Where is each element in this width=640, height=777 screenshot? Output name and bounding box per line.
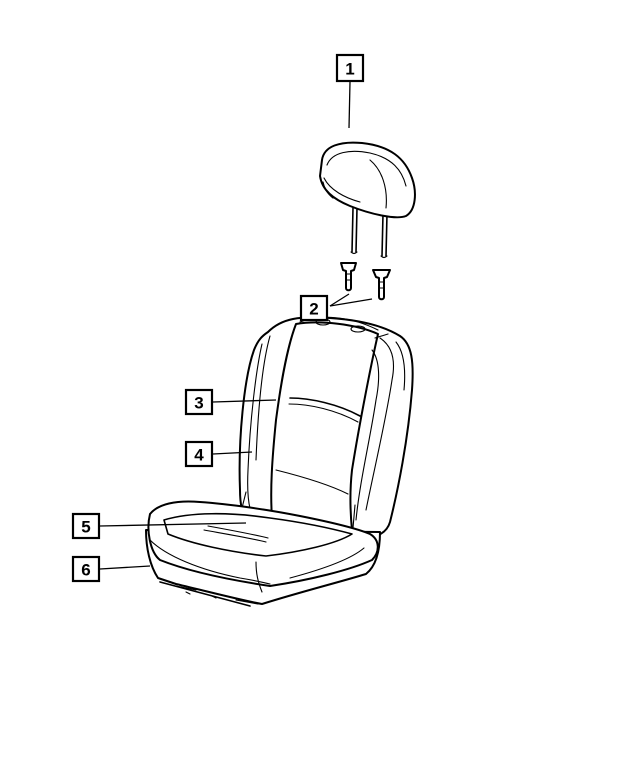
callout-4: 4	[184, 440, 214, 468]
callout-5: 5	[71, 512, 101, 540]
seat-cushion	[145, 500, 381, 607]
leader-6	[99, 565, 151, 570]
leader-4	[212, 451, 253, 455]
svg-text:2: 2	[309, 300, 318, 319]
callout-1: 1	[335, 53, 365, 83]
leader-2-right	[329, 298, 373, 307]
headrest	[319, 141, 416, 259]
leader-5	[99, 522, 247, 527]
svg-text:5: 5	[81, 518, 90, 537]
callout-6: 6	[71, 555, 101, 583]
leader-lines	[99, 81, 373, 570]
svg-text:3: 3	[194, 394, 203, 413]
callout-3: 3	[184, 388, 214, 416]
svg-text:6: 6	[81, 561, 90, 580]
headrest-guides	[340, 262, 391, 301]
svg-text:4: 4	[194, 446, 204, 465]
svg-text:1: 1	[345, 60, 354, 79]
callout-2: 2	[299, 294, 329, 322]
leader-1	[348, 81, 351, 129]
leader-2-left	[329, 293, 350, 307]
leader-3	[212, 399, 277, 403]
seat-back	[238, 316, 414, 540]
